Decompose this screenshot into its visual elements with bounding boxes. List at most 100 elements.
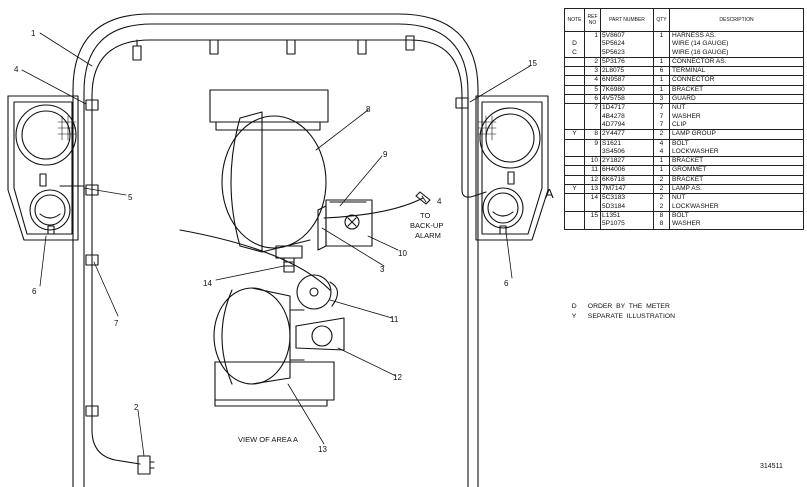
row-note — [564, 103, 585, 113]
parts-table-header: NOTE REF NO PART NUMBER QTY DESCRIPTION — [564, 8, 804, 32]
row-part-number: 4D7794 — [600, 120, 654, 130]
row-note — [564, 66, 585, 76]
area-a-label: A — [545, 186, 554, 201]
row-quantity: 1 — [653, 56, 670, 67]
row-description: BRACKET — [669, 84, 804, 95]
row-description: HARNESS AS. — [669, 31, 804, 41]
row-ref-number: 9 — [584, 138, 601, 148]
row-note: C — [564, 48, 585, 58]
connector-assembly — [137, 455, 155, 475]
callout-10: 10 — [398, 249, 407, 258]
callout-6-right: 6 — [504, 279, 509, 288]
row-part-number: 5P5623 — [600, 48, 654, 58]
table-row: C 5P5623 WIRE (16 GAUGE) — [564, 48, 804, 58]
row-ref-number — [584, 147, 601, 157]
row-ref-number — [584, 48, 601, 58]
row-ref-number: 1 — [584, 31, 601, 41]
row-quantity: 1 — [653, 156, 670, 166]
row-quantity — [653, 40, 670, 49]
callout-4-left: 4 — [14, 65, 19, 74]
row-part-number: 6H4006 — [600, 165, 654, 176]
row-quantity: 2 — [653, 174, 670, 185]
row-description: WIRE (16 GAUGE) — [669, 48, 804, 58]
row-quantity: 8 — [653, 210, 670, 221]
row-ref-number: 2 — [584, 56, 601, 67]
callout-9: 9 — [383, 150, 388, 159]
row-note: D — [564, 40, 585, 49]
row-description: LOCKWASHER — [669, 147, 804, 157]
row-part-number: 2Y1827 — [600, 156, 654, 166]
row-description: BOLT — [669, 210, 804, 221]
callout-13: 13 — [318, 445, 327, 454]
row-description: GROMMET — [669, 165, 804, 176]
row-quantity: 4 — [653, 147, 670, 157]
row-description: LOCKWASHER — [669, 202, 804, 212]
row-ref-number — [584, 220, 601, 230]
lower-lamp-assembly — [213, 287, 345, 407]
row-description: LAMP AS. — [669, 184, 804, 194]
row-quantity: 8 — [653, 220, 670, 230]
row-note — [564, 138, 585, 148]
row-description: BRACKET — [669, 174, 804, 185]
legend-text: SEPARATE ILLUSTRATION — [587, 313, 676, 320]
header-qty: QTY — [653, 8, 670, 32]
alarm-connector — [415, 191, 431, 205]
callout-14: 14 — [203, 279, 212, 288]
row-part-number: 6N9587 — [600, 75, 654, 86]
row-description: WIRE (14 GAUGE) — [669, 40, 804, 49]
header-part-number: PART NUMBER — [600, 8, 654, 32]
body-inner-outline — [83, 23, 469, 487]
row-quantity: 3 — [653, 94, 670, 104]
row-part-number: 6K6718 — [600, 174, 654, 185]
row-description: NUT — [669, 103, 804, 113]
row-quantity: 4 — [653, 138, 670, 148]
header-note: NOTE — [564, 8, 585, 32]
row-description: WASHER — [669, 112, 804, 121]
left-lamp-guard — [7, 95, 85, 241]
row-description: NUT — [669, 193, 804, 203]
row-note — [564, 56, 585, 67]
row-note — [564, 220, 585, 230]
body-outline — [72, 13, 479, 487]
legend-code: Y — [571, 313, 577, 320]
row-ref-number: 12 — [584, 174, 601, 185]
row-ref-number: 4 — [584, 75, 601, 86]
callout-6-left: 6 — [32, 287, 37, 296]
row-note — [564, 174, 585, 185]
row-ref-number — [584, 120, 601, 130]
row-part-number: 1D4717 — [600, 103, 654, 113]
row-note: Y — [564, 184, 585, 194]
document-number: 314511 — [760, 463, 783, 470]
callout-5: 5 — [128, 193, 133, 202]
row-part-number: S1621 — [600, 138, 654, 148]
row-part-number: 5C3183 — [600, 193, 654, 203]
row-note — [564, 84, 585, 95]
harness-wire — [91, 39, 463, 401]
row-quantity: 1 — [653, 165, 670, 176]
row-note — [564, 165, 585, 176]
row-description: GUARD — [669, 94, 804, 104]
backup-wire — [179, 229, 331, 291]
row-note: Y — [564, 129, 585, 140]
row-quantity: 2 — [653, 184, 670, 194]
back-up-note-line-3: ALARM — [415, 231, 441, 240]
row-ref-number — [584, 40, 601, 49]
row-part-number: 5D3184 — [600, 202, 654, 212]
callout-11: 11 — [390, 315, 399, 324]
row-note — [564, 31, 585, 41]
row-quantity: 7 — [653, 103, 670, 113]
callout-1: 1 — [31, 29, 36, 38]
row-part-number: 4B4278 — [600, 112, 654, 121]
row-note — [564, 156, 585, 166]
